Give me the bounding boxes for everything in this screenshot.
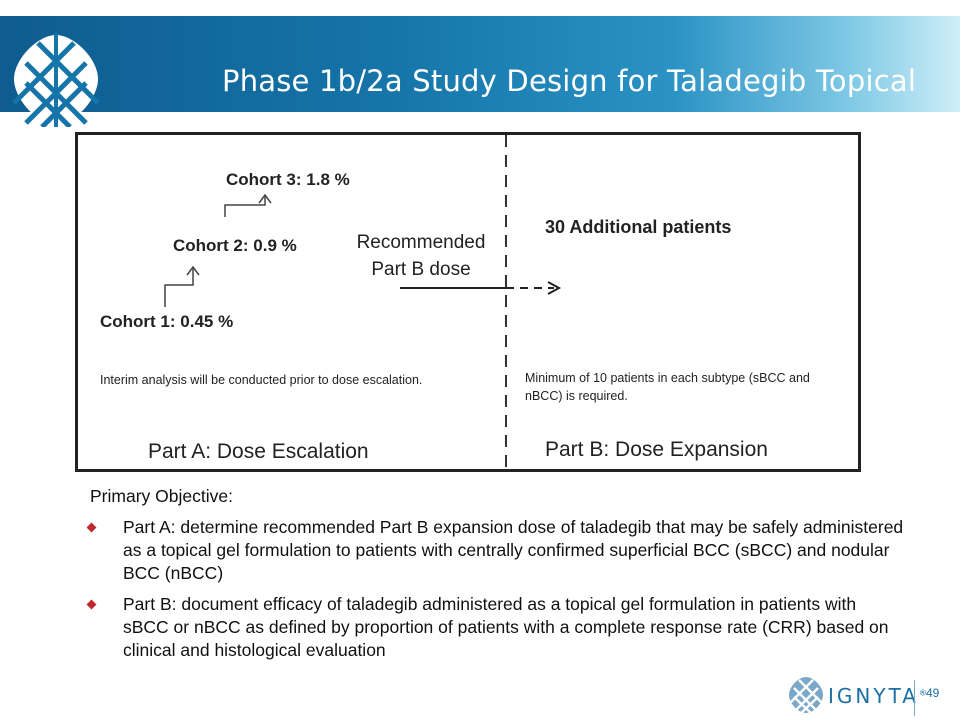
objective-bullet-list: Part A: determine recommended Part B exp… [86,516,906,670]
footer-brand: IGNYTA® [828,684,927,708]
part-b-note: Minimum of 10 patients in each subtype (… [525,371,810,403]
bullet-text: Part B: document efficacy of taladegib a… [123,594,889,660]
part-a-note: Interim analysis will be conducted prior… [100,373,423,387]
list-item: Part A: determine recommended Part B exp… [86,516,906,585]
cohort-3-label: Cohort 3: 1.8 % [226,170,350,189]
part-a-label: Part A: Dose Escalation [148,440,369,463]
list-item: Part B: document efficacy of taladegib a… [86,593,906,662]
diamond-bullet-icon [86,522,97,533]
primary-objective-heading: Primary Objective: [90,486,233,506]
cohort-2-label: Cohort 2: 0.9 % [173,236,297,255]
cohort-1-label: Cohort 1: 0.45 % [100,312,234,331]
diagram-connectors [164,135,562,469]
diamond-bullet-icon [86,599,97,610]
bullet-text: Part A: determine recommended Part B exp… [123,517,904,583]
additional-patients-label: 30 Additional patients [545,217,732,237]
page-number: 49 [926,686,940,700]
header-banner: Phase 1b/2a Study Design for Taladegib T… [0,16,960,129]
recommended-dose-label: Recommended Part B dose [356,232,486,280]
page-title: Phase 1b/2a Study Design for Taladegib T… [222,64,917,98]
ignyta-footer-logo-icon [788,676,824,715]
footer-divider [914,680,915,716]
part-b-label: Part B: Dose Expansion [545,438,768,461]
ignyta-logo-icon [12,33,100,129]
study-design-diagram: Cohort 3: 1.8 % Cohort 2: 0.9 % Cohort 1… [75,132,861,472]
